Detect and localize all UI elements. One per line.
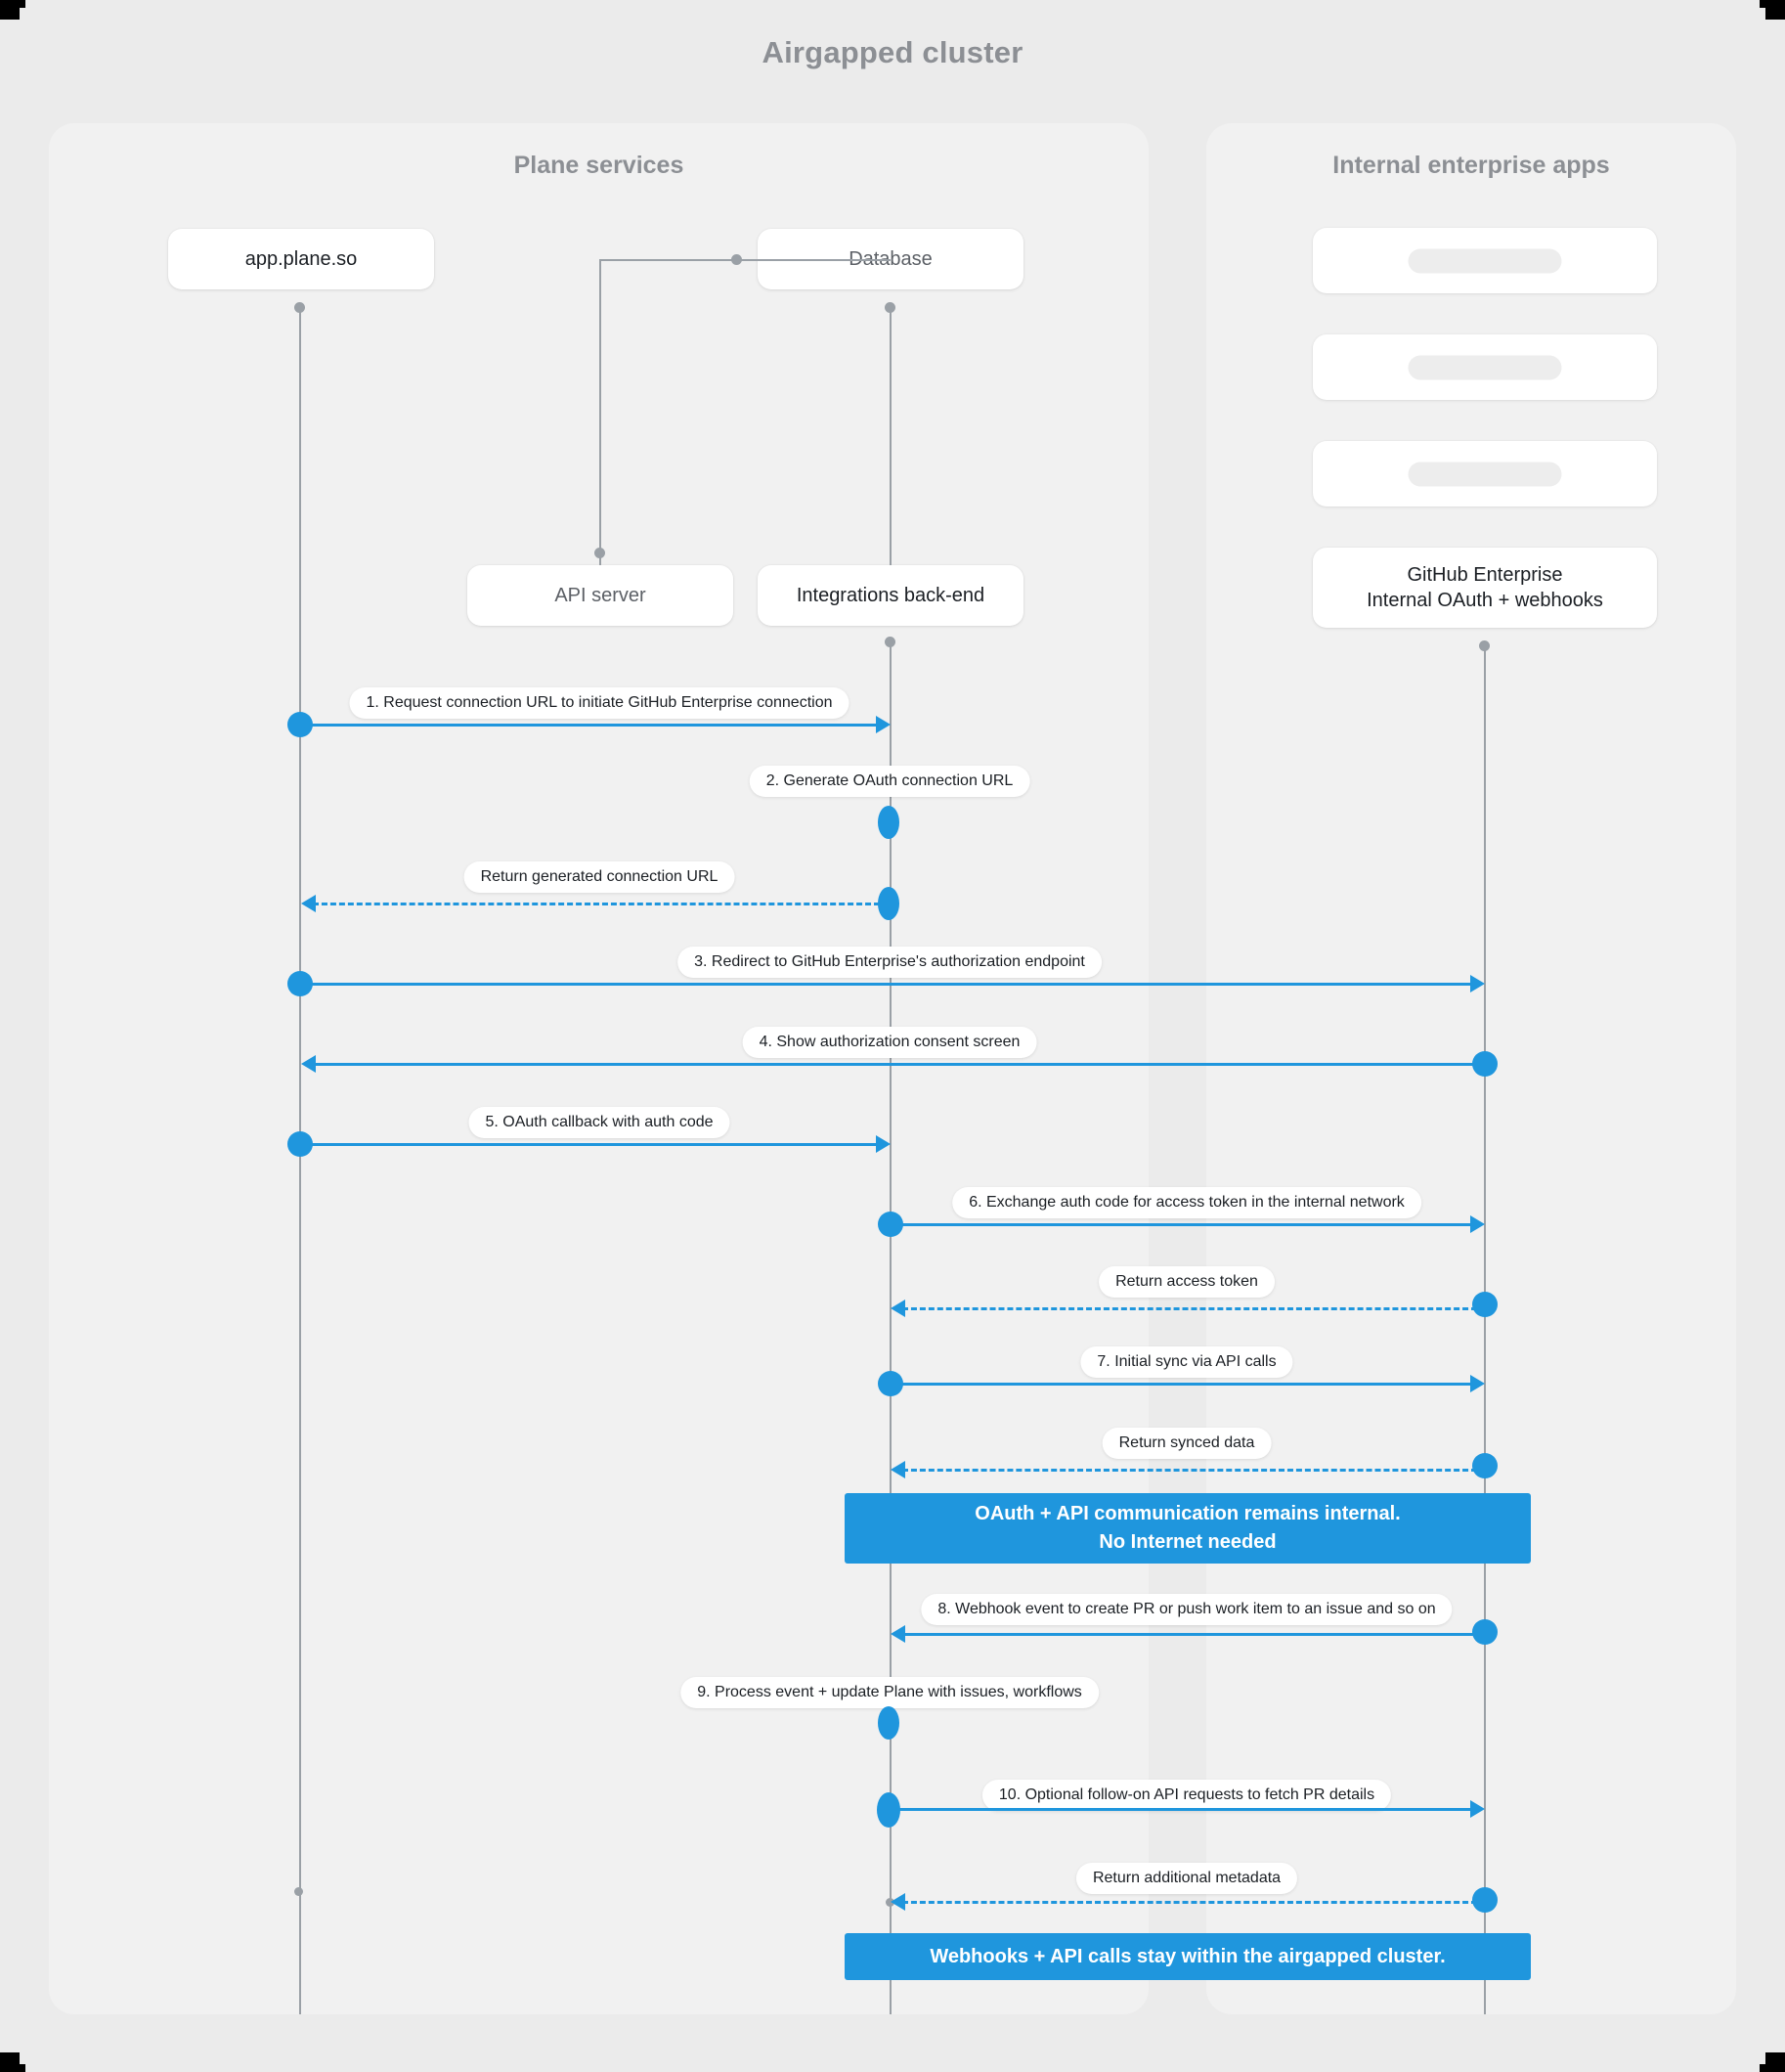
arrowhead-9 — [1470, 1375, 1485, 1392]
message-label-2: 2. Generate OAuth connection URL — [749, 766, 1030, 797]
lifeline-database — [890, 305, 892, 565]
message-label-14: Return additional metadata — [1075, 1863, 1298, 1894]
connector-db-to-api-vertical — [599, 259, 601, 548]
message-label-3: Return generated connection URL — [463, 861, 735, 893]
crop-arm-tr — [1760, 0, 1765, 8]
crop-mark-bottom-right — [1765, 2052, 1785, 2072]
activation-dot-10 — [1472, 1453, 1498, 1478]
participant-github-enterprise-line2: Internal OAuth + webhooks — [1367, 590, 1603, 611]
activation-dot-12 — [878, 1706, 899, 1740]
note-2-line1: Webhooks + API calls stay within the air… — [930, 1945, 1446, 1967]
page-title: Airgapped cluster — [762, 35, 1023, 69]
participant-github-enterprise-line1: GitHub Enterprise — [1407, 564, 1563, 586]
activation-dot-3 — [878, 887, 899, 920]
note-banner-internal-communication: OAuth + API communication remains intern… — [845, 1493, 1531, 1564]
message-label-9: 7. Initial sync via API calls — [1080, 1346, 1293, 1378]
crop-mark-bottom-left — [0, 2052, 20, 2072]
message-label-1: 1. Request connection URL to initiate Gi… — [349, 687, 849, 719]
arrowhead-5 — [301, 1055, 316, 1073]
arrowhead-10 — [891, 1461, 905, 1478]
note-1-line1: OAuth + API communication remains intern… — [975, 1503, 1401, 1524]
group-title-internal-enterprise-apps: Internal enterprise apps — [1332, 152, 1610, 179]
message-arrow-11 — [902, 1633, 1477, 1636]
message-label-4: 3. Redirect to GitHub Enterprise's autho… — [677, 947, 1102, 978]
message-arrow-9 — [891, 1383, 1472, 1386]
message-arrow-13 — [891, 1808, 1472, 1811]
arrowhead-7 — [1470, 1215, 1485, 1233]
crop-mark-top-left — [0, 0, 20, 20]
crop-arm-br — [1760, 2064, 1765, 2072]
message-label-5: 4. Show authorization consent screen — [742, 1027, 1037, 1058]
placeholder-bar-icon — [1408, 248, 1562, 273]
placeholder-bar-icon — [1408, 462, 1562, 486]
participant-app-plane-so[interactable]: app.plane.so — [168, 229, 434, 289]
message-label-12: 9. Process event + update Plane with iss… — [680, 1677, 1099, 1708]
message-label-11: 8. Webhook event to create PR or push wo… — [921, 1594, 1453, 1625]
message-arrow-8 — [902, 1307, 1477, 1310]
arrowhead-11 — [891, 1625, 905, 1643]
participant-github-enterprise[interactable]: GitHub Enterprise Internal OAuth + webho… — [1313, 548, 1657, 628]
lifeline-end-dot-app — [294, 1887, 303, 1896]
message-arrow-5 — [313, 1063, 1477, 1066]
crop-mark-top-right — [1765, 0, 1785, 20]
arrowhead-4 — [1470, 975, 1485, 992]
arrowhead-8 — [891, 1300, 905, 1317]
message-label-13: 10. Optional follow-on API requests to f… — [981, 1780, 1392, 1811]
placeholder-card-2[interactable] — [1313, 334, 1657, 400]
placeholder-bar-icon — [1408, 355, 1562, 379]
message-arrow-10 — [902, 1469, 1477, 1472]
lifeline-dot-db — [885, 302, 895, 313]
group-panel-internal-enterprise-apps: Internal enterprise apps — [1206, 123, 1736, 2014]
placeholder-card-3[interactable] — [1313, 441, 1657, 507]
crop-arm-bl — [20, 2064, 25, 2072]
group-title-plane-services: Plane services — [513, 152, 684, 179]
activation-dot-14 — [1472, 1887, 1498, 1913]
lifeline-end-dot-integr — [886, 1898, 894, 1907]
lifeline-app-plane-so — [299, 305, 301, 2014]
message-label-6: 5. OAuth callback with auth code — [468, 1107, 730, 1138]
connector-db-to-api-horizontal — [599, 259, 891, 261]
activation-dot-8 — [1472, 1292, 1498, 1317]
message-arrow-3 — [313, 903, 880, 905]
message-arrow-6 — [300, 1143, 878, 1146]
arrowhead-6 — [876, 1135, 891, 1153]
lifeline-dot-integr — [885, 637, 895, 647]
arrowhead-1 — [876, 716, 891, 733]
note-1-line2: No Internet needed — [1099, 1531, 1277, 1553]
message-arrow-4 — [300, 983, 1472, 986]
participant-api-server[interactable]: API server — [467, 565, 733, 626]
participant-integrations-backend[interactable]: Integrations back-end — [758, 565, 1023, 626]
message-arrow-14 — [902, 1901, 1477, 1904]
crop-arm-tl — [20, 0, 25, 8]
message-label-10: Return synced data — [1102, 1428, 1272, 1459]
message-arrow-1 — [300, 724, 878, 727]
connector-dot-db-side — [731, 254, 742, 265]
activation-dot-2 — [878, 806, 899, 839]
placeholder-card-1[interactable] — [1313, 228, 1657, 293]
note-banner-airgapped-cluster: Webhooks + API calls stay within the air… — [845, 1933, 1531, 1980]
lifeline-dot-app — [294, 302, 305, 313]
lifeline-dot-ghe — [1479, 640, 1490, 651]
arrowhead-14 — [891, 1893, 905, 1911]
message-label-7: 6. Exchange auth code for access token i… — [952, 1187, 1421, 1218]
arrowhead-3 — [301, 895, 316, 912]
lifeline-github-enterprise — [1484, 643, 1486, 2014]
activation-dot-11 — [1472, 1619, 1498, 1645]
message-arrow-7 — [891, 1223, 1472, 1226]
lifeline-integrations-backend — [890, 639, 892, 2014]
lifeline-dot-api — [594, 548, 605, 558]
message-label-8: Return access token — [1099, 1266, 1275, 1298]
arrowhead-13 — [1470, 1800, 1485, 1818]
